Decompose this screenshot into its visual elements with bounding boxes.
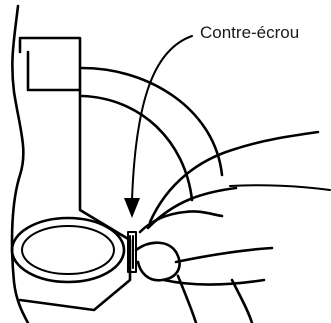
cable-arc	[82, 68, 222, 200]
locknut	[128, 232, 136, 272]
hand	[136, 132, 330, 323]
arrowhead-icon	[124, 198, 140, 218]
bore-oval	[12, 218, 124, 282]
callout-label: Contre-écrou	[200, 23, 299, 43]
fixture-body	[12, 6, 130, 323]
